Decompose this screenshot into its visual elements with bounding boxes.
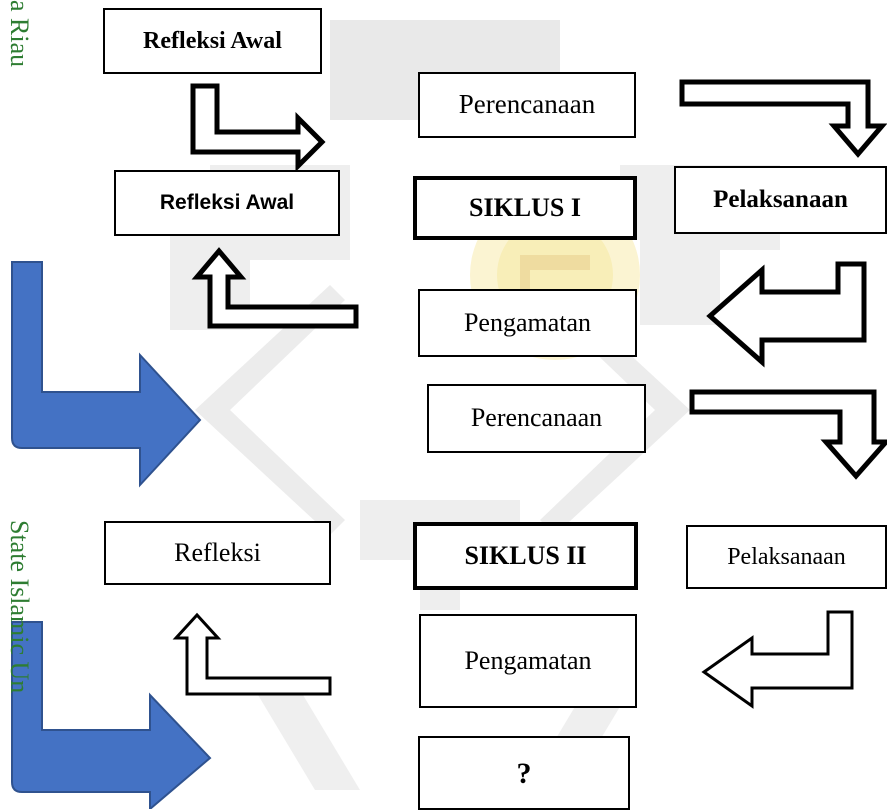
box-refleksi-2: Refleksi <box>104 521 331 585</box>
box-pelaksanaan-1: Pelaksanaan <box>674 166 887 234</box>
box-refleksi-awal-1: Refleksi Awal <box>114 170 340 236</box>
arrow-to-pengamatan-1 <box>706 261 867 368</box>
arrow-to-refleksi-awal-1 <box>191 247 359 329</box>
box-siklus-2: SIKLUS II <box>413 522 638 590</box>
box-siklus-1: SIKLUS I <box>413 176 637 240</box>
box-refleksi-awal-top: Refleksi Awal <box>103 8 322 74</box>
box-pelaksanaan-2: Pelaksanaan <box>686 525 887 589</box>
box-pengamatan-1: Pengamatan <box>418 289 637 357</box>
blue-bent-arrow-1 <box>11 261 202 488</box>
box-perencanaan-2: Perencanaan <box>427 384 646 453</box>
arrow-to-pengamatan-2 <box>701 610 854 709</box>
box-pengamatan-2: Pengamatan <box>419 614 637 708</box>
box-next-cycle: ? <box>418 736 630 810</box>
arrow-to-pelaksanaan-1 <box>679 79 887 158</box>
side-text-top: a Riau <box>5 0 34 68</box>
side-text-bottom: State Islamic Un <box>5 520 34 694</box>
box-perencanaan-1: Perencanaan <box>418 72 636 138</box>
blue-bent-arrow-2 <box>11 621 212 809</box>
arrow-to-refleksi-2 <box>172 612 332 696</box>
arrow-to-perencanaan-1 <box>190 83 326 173</box>
arrow-to-pelaksanaan-2 <box>689 389 887 480</box>
